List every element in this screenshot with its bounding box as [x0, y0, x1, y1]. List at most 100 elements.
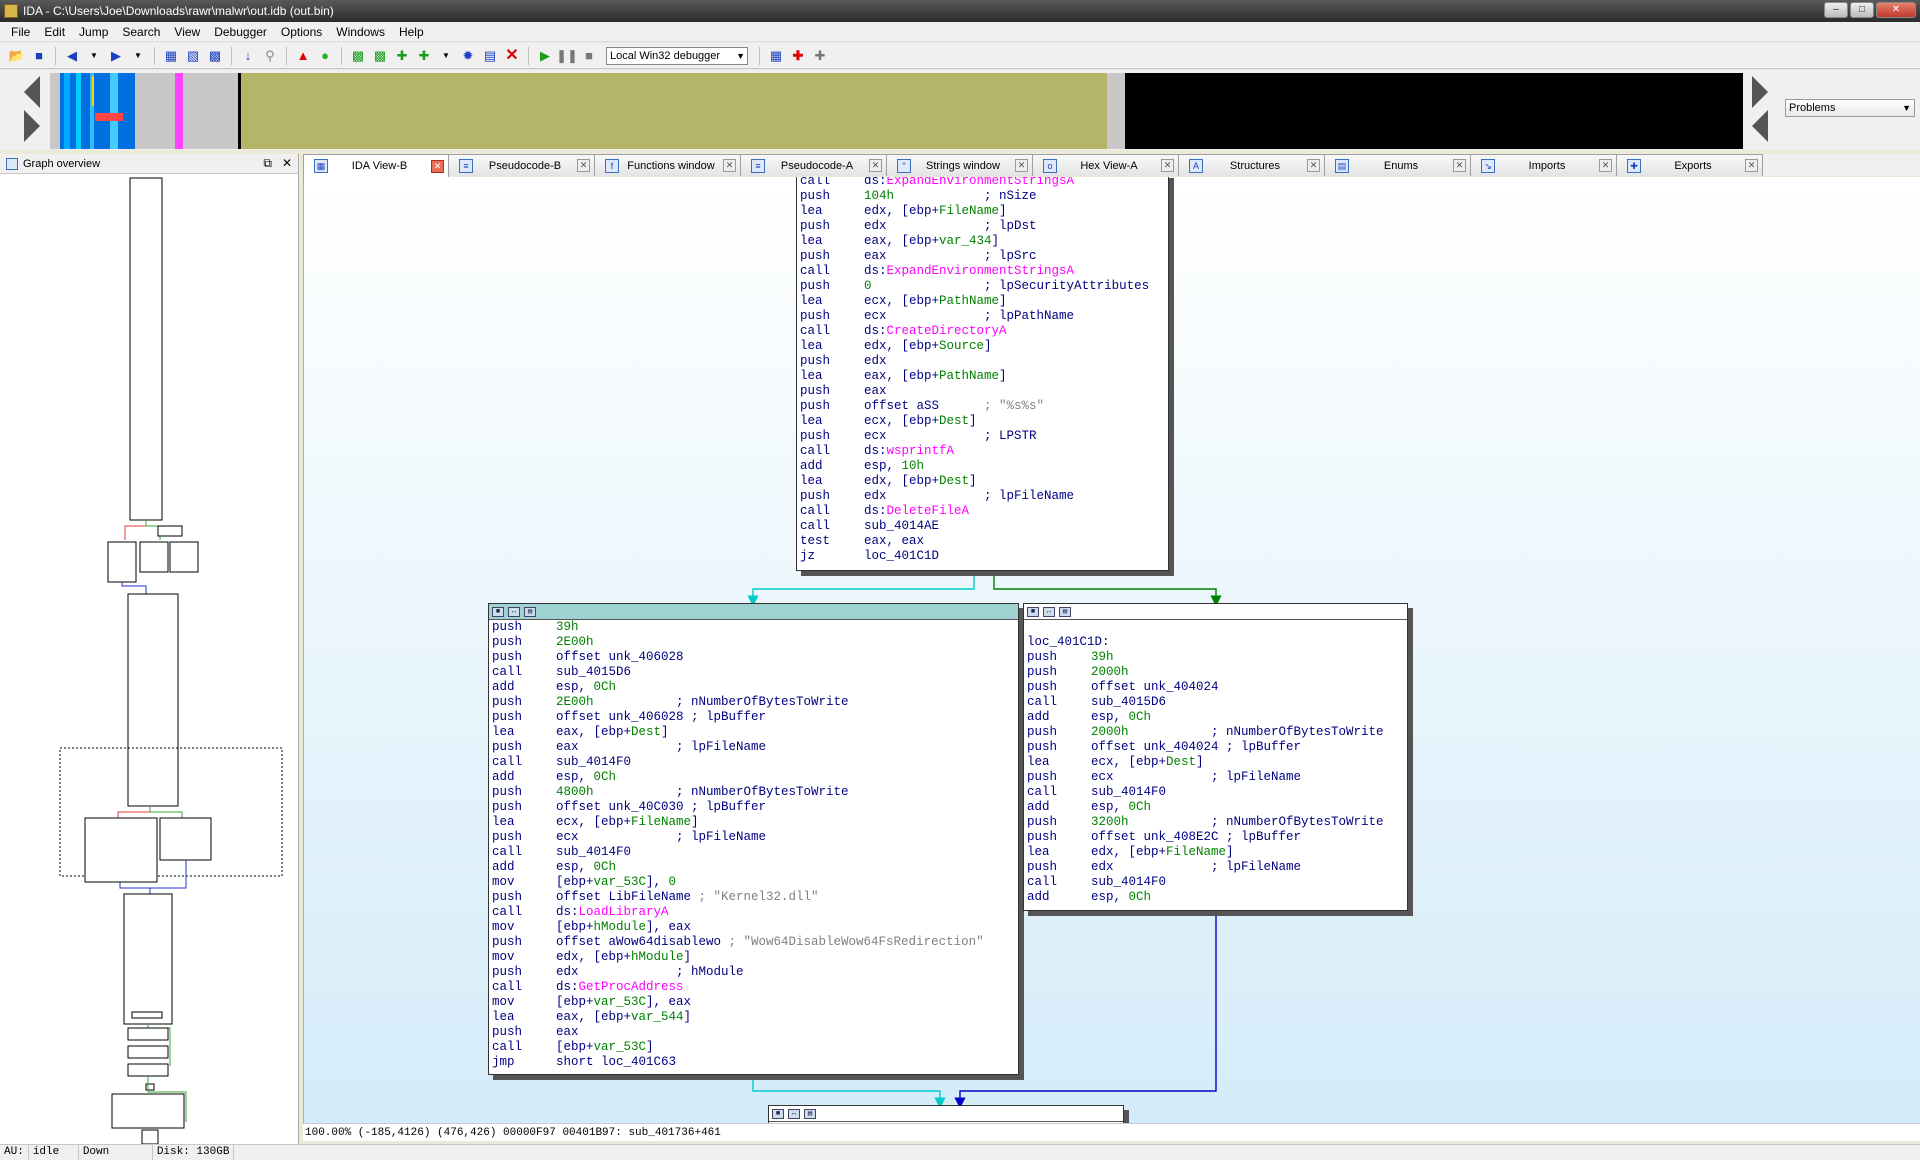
close-tab-icon[interactable]: ✕ — [869, 159, 882, 172]
start-process-icon[interactable]: ● — [321, 48, 329, 63]
step-into-icon[interactable]: ✚ — [396, 48, 408, 63]
block-label[interactable]: loc_401C1D: — [1027, 635, 1110, 649]
graph-overview-map[interactable] — [0, 176, 299, 1144]
minimize-button[interactable]: – — [1824, 2, 1848, 18]
block-group-icon[interactable]: ↔ — [508, 606, 520, 617]
breakpoint-list-icon[interactable]: ✚ — [792, 48, 804, 63]
navigate-forward-dropdown-icon[interactable]: ▼ — [134, 50, 142, 60]
debugger-select[interactable]: Local Win32 debugger ▼ — [606, 46, 748, 65]
tab-ida-view-b[interactable]: ▦ IDA View-B ✕ — [303, 154, 449, 177]
menu-help[interactable]: Help — [398, 24, 424, 39]
block-collapse-icon[interactable]: ▤ — [524, 606, 536, 617]
close-tab-icon[interactable]: ✕ — [431, 159, 444, 173]
navigation-band-strip[interactable] — [50, 73, 1743, 149]
close-tab-icon[interactable]: ✕ — [1161, 159, 1174, 172]
asm-line[interactable]: mov[ebp+var_53C], 0 — [489, 875, 1018, 890]
text-search-icon[interactable]: ▧ — [186, 48, 200, 63]
binary-search-icon[interactable]: ▦ — [164, 48, 178, 63]
trace-dropdown-icon[interactable]: ▼ — [442, 50, 450, 60]
immediate-search-icon[interactable]: ▩ — [208, 48, 222, 63]
tab-pseudocode-a[interactable]: ≡ Pseudocode-A ✕ — [740, 154, 887, 176]
xrefs-icon[interactable]: ⚲ — [265, 48, 275, 63]
close-tab-icon[interactable]: ✕ — [1745, 159, 1758, 172]
save-icon[interactable]: ■ — [35, 48, 43, 63]
close-tab-icon[interactable]: ✕ — [577, 159, 590, 172]
close-tab-icon[interactable]: ✕ — [1453, 159, 1466, 172]
asm-line[interactable]: mov[ebp+var_53C], eax — [489, 995, 1018, 1010]
terminate-icon[interactable]: ■ — [585, 48, 593, 63]
navigate-forward-icon[interactable]: ▶ — [111, 48, 121, 63]
jump-down-icon[interactable]: ↓ — [244, 48, 252, 63]
menu-windows[interactable]: Windows — [336, 24, 385, 39]
step-over-icon[interactable]: ✚ — [418, 48, 430, 63]
memory-map-icon[interactable]: ▤ — [483, 48, 497, 63]
float-panel-icon[interactable]: ⧉ — [263, 156, 272, 170]
menu-debugger[interactable]: Debugger — [214, 24, 267, 39]
close-tab-icon[interactable]: ✕ — [1307, 159, 1320, 172]
block-group-icon[interactable]: ↔ — [1043, 606, 1055, 617]
menu-file[interactable]: File — [11, 24, 31, 39]
flow-chart-icon[interactable]: ▲ — [296, 48, 310, 63]
add-breakpoint-icon[interactable]: ▩ — [351, 48, 365, 63]
tab-structures[interactable]: A Structures ✕ — [1178, 154, 1325, 176]
tab-functions-window[interactable]: f Functions window ✕ — [594, 154, 741, 176]
attach-process-icon[interactable]: ✹ — [462, 48, 474, 63]
asm-line[interactable]: call[ebp+var_53C] — [489, 1040, 1018, 1055]
code-block-bottom[interactable]: ■ ↔ ▤ — [768, 1105, 1124, 1123]
close-panel-icon[interactable]: ✕ — [281, 156, 292, 170]
nav-right-down-arrow-icon[interactable] — [1752, 110, 1768, 142]
run-icon[interactable]: ▶ — [540, 48, 550, 63]
